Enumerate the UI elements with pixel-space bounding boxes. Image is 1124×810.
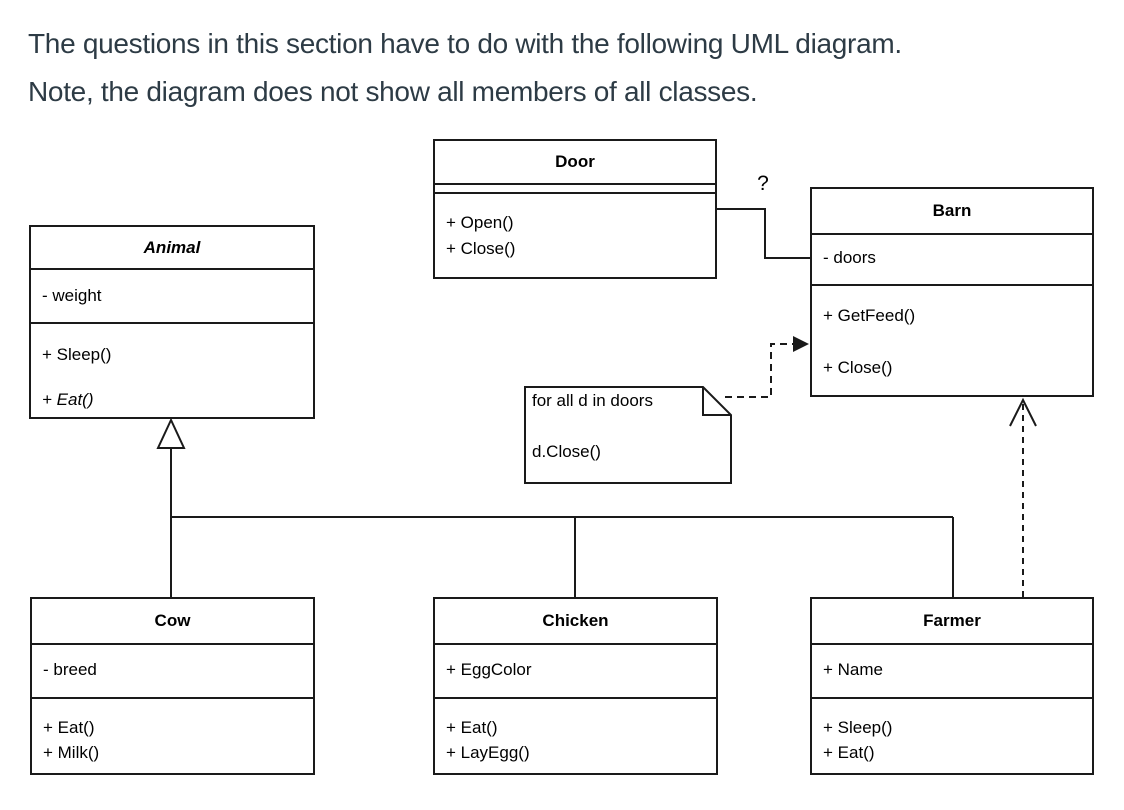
- generalization-triangle-icon: [156, 417, 186, 449]
- class-box-animal: Animal - weight + Sleep() + Eat(): [29, 225, 315, 419]
- farmer-methods: + Sleep() + Eat(): [812, 699, 1092, 765]
- barn-method-getfeed: + GetFeed(): [823, 306, 916, 325]
- note-line-1: for all d in doors: [532, 391, 653, 410]
- chicken-method-layegg: + LayEgg(): [446, 743, 530, 762]
- door-method-close: + Close(): [446, 239, 516, 258]
- note-fold-icon: [702, 387, 731, 416]
- chicken-methods: + Eat() + LayEgg(): [435, 699, 716, 765]
- barn-attr-doors: - doors: [823, 248, 876, 267]
- farmer-method-sleep: + Sleep(): [823, 718, 893, 737]
- door-methods: + Open() + Close(): [435, 194, 715, 262]
- chicken-attributes: + EggColor: [435, 645, 716, 699]
- association-question-label: ?: [757, 172, 769, 195]
- class-box-cow: Cow - breed + Eat() + Milk(): [30, 597, 315, 775]
- chicken-attr-eggcolor: + EggColor: [446, 660, 532, 679]
- animal-attr-weight: - weight: [42, 286, 102, 305]
- class-box-chicken: Chicken + EggColor + Eat() + LayEgg(): [433, 597, 718, 775]
- class-title-barn: Barn: [812, 189, 1092, 235]
- cow-method-milk: + Milk(): [43, 743, 100, 762]
- class-title-chicken: Chicken: [435, 599, 716, 645]
- instruction-line-2: Note, the diagram does not show all memb…: [28, 76, 758, 107]
- cow-method-eat: + Eat(): [43, 718, 95, 737]
- note-connector-line: [725, 343, 794, 398]
- instruction-text: The questions in this section have to do…: [28, 20, 1098, 116]
- class-title-farmer: Farmer: [812, 599, 1092, 645]
- animal-method-eat: + Eat(): [42, 390, 94, 409]
- animal-attributes: - weight: [31, 270, 313, 324]
- class-box-farmer: Farmer + Name + Sleep() + Eat(): [810, 597, 1094, 775]
- note-shape: [524, 386, 732, 484]
- chicken-method-eat: + Eat(): [446, 718, 498, 737]
- farmer-attr-name: + Name: [823, 660, 883, 679]
- cow-methods: + Eat() + Milk(): [32, 699, 313, 765]
- cow-attr-breed: - breed: [43, 660, 97, 679]
- animal-methods: + Sleep() + Eat(): [31, 324, 313, 422]
- farmer-method-eat: + Eat(): [823, 743, 875, 762]
- instruction-line-1: The questions in this section have to do…: [28, 28, 902, 59]
- note-line-2: d.Close(): [532, 442, 601, 461]
- class-title-cow: Cow: [32, 599, 313, 645]
- class-box-barn: Barn - doors + GetFeed() + Close(): [810, 187, 1094, 397]
- class-box-door: Door + Open() + Close(): [433, 139, 717, 279]
- barn-method-close: + Close(): [823, 358, 893, 377]
- association-door-barn-line: [717, 208, 810, 259]
- cow-attributes: - breed: [32, 645, 313, 699]
- door-attributes-empty: [435, 185, 715, 194]
- class-title-door: Door: [435, 141, 715, 185]
- barn-attributes: - doors: [812, 235, 1092, 286]
- farmer-attributes: + Name: [812, 645, 1092, 699]
- animal-method-sleep: + Sleep(): [42, 345, 112, 364]
- barn-methods: + GetFeed() + Close(): [812, 286, 1092, 394]
- door-method-open: + Open(): [446, 213, 514, 232]
- class-title-animal: Animal: [31, 227, 313, 270]
- note-arrow-icon: [793, 336, 809, 352]
- dependency-open-arrow-icon: [1009, 397, 1037, 427]
